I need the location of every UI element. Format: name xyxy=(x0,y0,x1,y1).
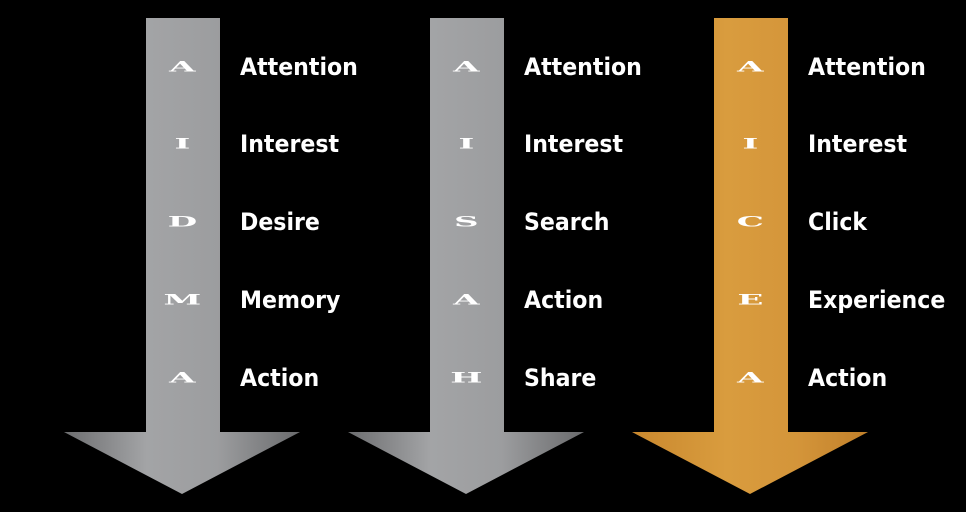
step-letter: A xyxy=(169,58,195,76)
step-letter: H xyxy=(450,369,482,387)
step-word: Interest xyxy=(240,130,340,158)
step-letter: S xyxy=(454,213,479,231)
step-word: Memory xyxy=(240,286,341,314)
step-letter: A xyxy=(453,58,479,76)
step-word: Click xyxy=(808,208,868,236)
step-word: Share xyxy=(524,364,597,392)
down-arrow-gold xyxy=(632,18,868,494)
step-word: Attention xyxy=(240,53,358,81)
down-arrow-gray xyxy=(64,18,300,494)
step-letter: I xyxy=(458,135,474,153)
step-word: Search xyxy=(524,208,610,236)
step-word: Experience xyxy=(808,286,946,314)
step-letter: A xyxy=(737,58,763,76)
step-word: Interest xyxy=(808,130,908,158)
step-word: Attention xyxy=(808,53,926,81)
step-letter: A xyxy=(169,369,195,387)
step-word: Action xyxy=(524,286,604,314)
step-word: Desire xyxy=(240,208,320,236)
step-letter: D xyxy=(167,213,198,231)
step-letter: E xyxy=(737,291,763,309)
step-letter: A xyxy=(453,291,479,309)
step-letter: I xyxy=(742,135,758,153)
step-letter: A xyxy=(737,369,763,387)
step-letter: I xyxy=(174,135,190,153)
step-letter: M xyxy=(163,291,201,309)
step-word: Action xyxy=(808,364,888,392)
step-word: Interest xyxy=(524,130,624,158)
down-arrow-gray xyxy=(348,18,584,494)
step-word: Action xyxy=(240,364,320,392)
step-word: Attention xyxy=(524,53,642,81)
step-letter: C xyxy=(736,213,764,231)
